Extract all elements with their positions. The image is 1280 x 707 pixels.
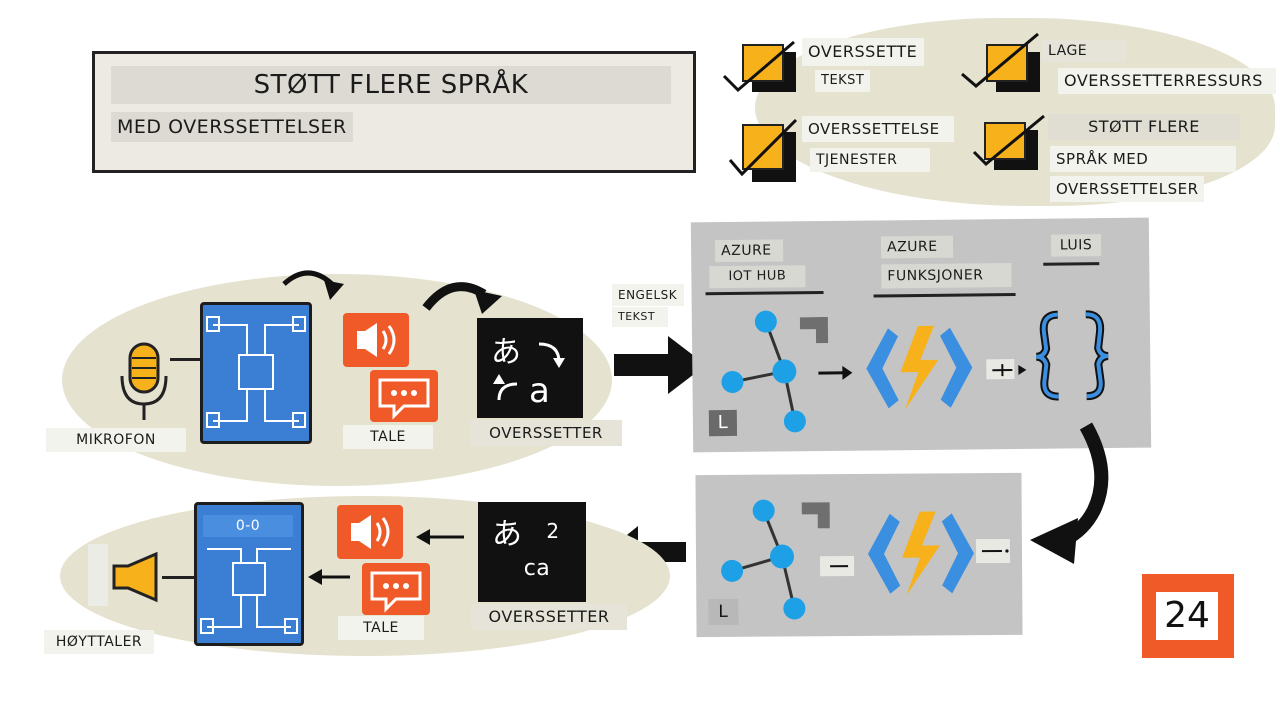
loudspeaker-icon xyxy=(112,551,158,603)
translator-label: OVERSSETTER xyxy=(470,420,622,446)
thin-arrow-left-icon xyxy=(416,529,464,545)
checked-box-icon xyxy=(742,44,784,82)
underline xyxy=(1043,262,1100,266)
subtitle-text: MED OVERSSETTELSER xyxy=(111,112,353,142)
speech-label: TALE xyxy=(338,616,424,640)
checkmark-icon xyxy=(961,32,1039,88)
checked-box-icon xyxy=(742,124,784,170)
microcontroller-chip xyxy=(200,302,312,444)
translator-latin: ca xyxy=(508,552,566,586)
text-label: TEKST xyxy=(612,307,668,327)
speech-label: TALE xyxy=(343,425,433,449)
checklist-item-line2: TEKST xyxy=(815,70,870,92)
small-arrow-icon xyxy=(818,365,853,380)
luis-label: LUIS xyxy=(1050,234,1102,257)
page-number: 24 xyxy=(1156,592,1218,640)
microcontroller-chip: 0-0 xyxy=(194,502,304,646)
underline xyxy=(873,293,1016,298)
functions-label-2: FUNKSJONER xyxy=(881,263,1012,289)
functions-label-1: AZURE xyxy=(880,235,954,259)
checkmark-icon xyxy=(972,114,1045,167)
curved-arrow-icon xyxy=(282,270,344,300)
device-shape-icon xyxy=(799,316,829,344)
checkmark-icon xyxy=(722,40,795,93)
iot-hub-icon xyxy=(721,310,806,433)
checklist-item-line2: OVERSSETTERRESSURS xyxy=(1058,68,1276,94)
thick-arrow-right-icon xyxy=(614,336,706,394)
title-text: STØTT FLERE SPRÅK xyxy=(111,66,671,104)
translator-label: OVERSSETTER xyxy=(471,604,627,630)
connector-arrow-icon xyxy=(981,549,1009,553)
checklist-item-line2: SPRÅK MED xyxy=(1050,146,1236,172)
svg-text:あ: あ xyxy=(492,517,522,552)
azure-functions-icon xyxy=(866,325,973,411)
iot-hub-icon xyxy=(721,499,806,620)
checked-box-icon xyxy=(984,122,1026,160)
speaker-connector xyxy=(162,576,194,579)
translator-icon: あ 2 ca xyxy=(478,502,586,602)
checkmark-icon xyxy=(728,118,798,177)
curved-arrow-icon xyxy=(422,282,502,314)
speaker-sound-icon xyxy=(337,505,403,559)
hub-badge: L xyxy=(708,598,739,626)
svg-text:a: a xyxy=(529,371,550,411)
speech-bubble-icon xyxy=(370,370,438,422)
speaker-label: HØYTTALER xyxy=(44,630,154,654)
microphone-label: MIKROFON xyxy=(46,428,186,452)
circuit-icon xyxy=(200,548,298,634)
english-label: ENGELSK xyxy=(612,284,684,306)
circuit-icon xyxy=(206,316,306,428)
svg-text:あ: あ xyxy=(491,335,521,370)
hub-badge: L xyxy=(708,409,738,437)
checklist-item-line1: OVERSSETTE xyxy=(802,38,924,66)
page-number-badge: 24 xyxy=(1142,574,1234,658)
speaker-tag xyxy=(88,544,108,606)
device-shape-icon xyxy=(801,502,830,529)
thin-arrow-left-icon xyxy=(308,569,350,585)
checklist-item-line1: STØTT FLERE xyxy=(1048,114,1240,140)
iot-hub-label-2: IOT HUB xyxy=(709,265,806,289)
translator-icon: あ a xyxy=(477,318,583,418)
connector-arrow-icon xyxy=(830,565,849,568)
curved-arrow-down-icon xyxy=(1030,422,1109,564)
connector-arrow-icon xyxy=(992,364,1027,377)
luis-braces-icon xyxy=(1035,310,1109,401)
checklist-item-line1: OVERSSETTELSE xyxy=(802,116,954,142)
iot-hub-label-1: AZURE xyxy=(714,239,784,263)
chip-display: 0-0 xyxy=(203,515,293,537)
translator-number: 2 xyxy=(536,516,570,546)
mic-connector xyxy=(170,358,202,361)
cloud-services-panel: AZURE IOT HUB AZURE FUNKSJONER LUIS L xyxy=(690,217,1152,453)
azure-functions-icon xyxy=(867,511,974,596)
underline xyxy=(705,291,824,296)
speaker-sound-icon xyxy=(343,313,409,367)
microphone-icon xyxy=(120,342,168,420)
title-box: STØTT FLERE SPRÅK MED OVERSSETTELSER xyxy=(92,51,696,173)
checklist-item-line3: OVERSSETTELSER xyxy=(1050,176,1204,202)
checklist-item-line1: LAGE xyxy=(1042,40,1126,62)
checked-box-icon xyxy=(986,44,1028,82)
speech-bubble-icon xyxy=(362,563,430,615)
return-services-panel: L xyxy=(695,472,1023,638)
checklist-item-line2: TJENESTER xyxy=(810,148,930,172)
